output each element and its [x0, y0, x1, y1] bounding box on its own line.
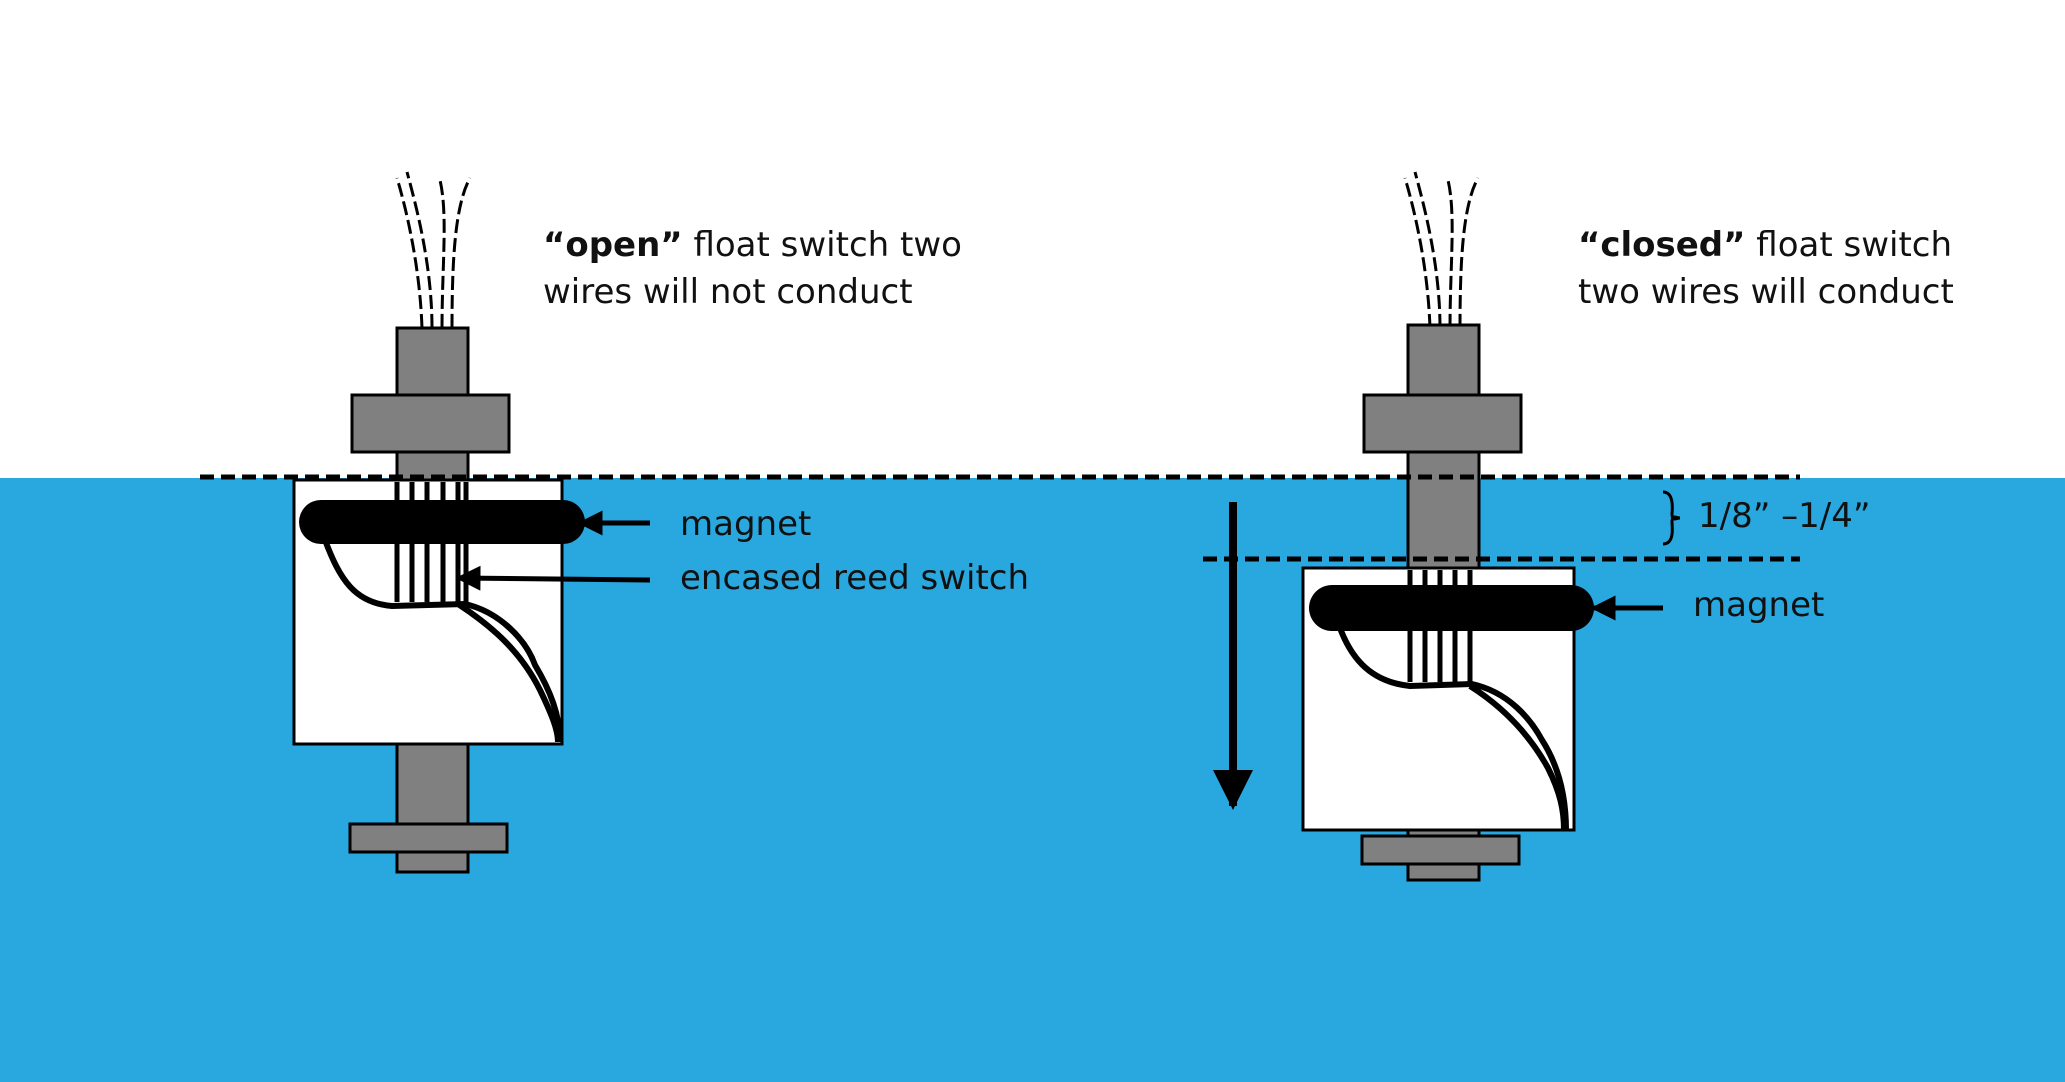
closed-bottom-nut — [1406, 862, 1481, 882]
closed-title-quote: “closed” — [1578, 225, 1746, 265]
closed-title: “closed” float switch — [1578, 225, 1952, 265]
closed-lower-washer — [1360, 834, 1521, 866]
closed-internal-wiring — [1337, 626, 1569, 831]
closed-magnet-label: magnet — [1693, 585, 1824, 625]
closed-title-line2: two wires will conduct — [1578, 272, 1954, 312]
closed-inner-stem — [1406, 450, 1481, 572]
open-lead-wires — [395, 171, 472, 329]
open-title-line2: wires will not conduct — [543, 272, 913, 312]
open-upper-stem — [395, 326, 470, 400]
open-lower-washer — [348, 822, 509, 854]
closed-upper-nut — [1362, 393, 1523, 454]
open-float-switch — [292, 171, 651, 874]
open-reed-arrow — [455, 565, 651, 591]
open-upper-nut — [350, 393, 511, 454]
closed-magnet — [1309, 585, 1594, 631]
closed-upper-stem — [1406, 323, 1481, 400]
closed-title-rest: float switch — [1746, 225, 1953, 265]
open-magnet-label: magnet — [680, 504, 811, 544]
open-title: “open” float switch two — [543, 225, 962, 265]
open-lower-stem — [395, 740, 470, 828]
open-title-quote: “open” — [543, 225, 683, 265]
closed-lead-wires — [1403, 171, 1480, 329]
open-reed-label: encased reed switch — [680, 558, 1029, 598]
drop-distance-label: 1/8” –1/4” — [1698, 496, 1870, 536]
open-magnet — [299, 500, 585, 544]
drop-distance-brace — [1662, 490, 1681, 546]
closed-float-switch — [1213, 171, 1663, 882]
open-title-rest: float switch two — [683, 225, 962, 265]
open-bottom-nut — [395, 850, 470, 874]
open-internal-wiring — [322, 538, 563, 743]
